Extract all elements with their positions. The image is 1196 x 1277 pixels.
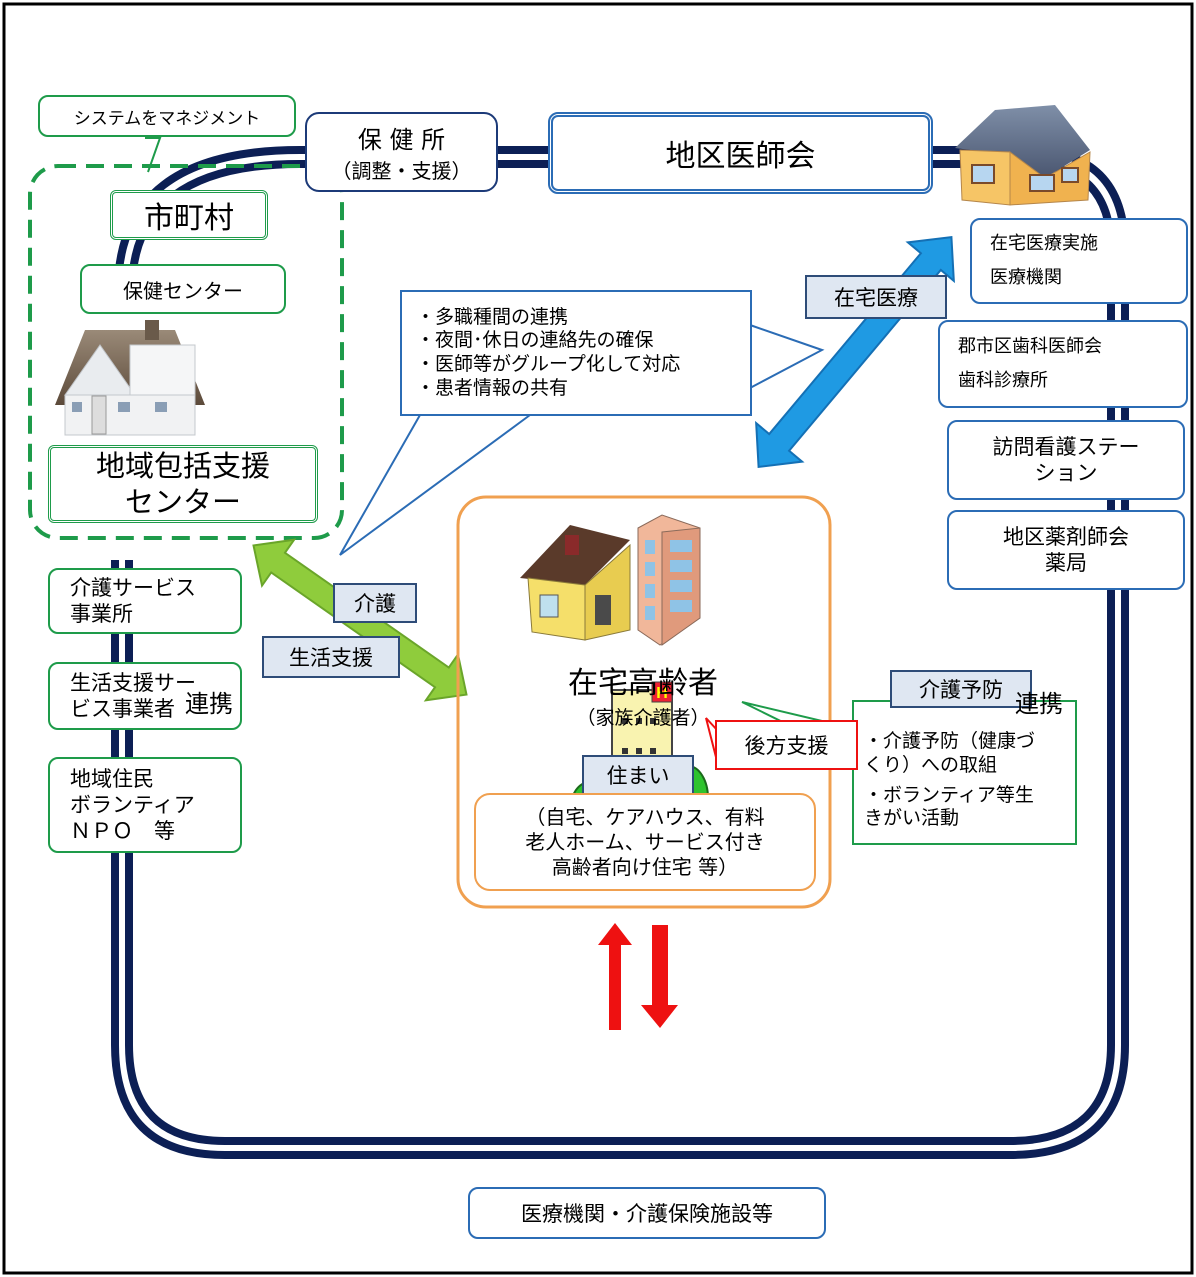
prevention-line3: ・ボランティア等生 (864, 783, 1034, 806)
health-center-office-box: 保 健 所 （調整・支援） (305, 112, 498, 192)
cooperation-callout: ・多職種間の連携 ・夜間･休日の連絡先の確保 ・医師等がグループ化して対応 ・患… (400, 290, 752, 416)
elderly-at-home-title: 在宅高齢者 (568, 666, 718, 701)
care-prevention-tag: 介護予防 (890, 670, 1032, 708)
callout-pointer-left (339, 414, 531, 556)
home-buildings-icon (520, 514, 701, 646)
housing-types-box: （自宅、ケアハウス、有料 老人ホーム、サービス付き 高齢者向け住宅 等） (474, 793, 816, 891)
comprehensive-support-center-box: 地域包括支援 センター (48, 445, 318, 523)
center-frame (456, 495, 832, 909)
callout-point: ・多職種間の連携 (416, 305, 569, 328)
medical-care-facilities-box: 医療機関・介護保険施設等 (468, 1187, 826, 1239)
callout-point: ・医師等がグループ化して対応 (416, 353, 681, 375)
visiting-nursing-station-box: 訪問看護ステー ション (947, 420, 1185, 500)
prevention-line1: ・介護予防（健康づ (864, 730, 1036, 752)
clinic-house-icon (955, 105, 1091, 206)
life-support-provider-box: 生活支援サー ビス事業者 (48, 662, 242, 730)
link-label-right: 連携 (1015, 690, 1063, 718)
pharmacy-line1: 地区薬剤師会 (1003, 524, 1129, 549)
municipality-text: 市町村 (144, 201, 234, 236)
care-service-line2: 事業所 (70, 602, 133, 626)
family-caregiver-subtitle: （家族介護者） (576, 707, 710, 729)
care-service-provider-box: 介護サービス 事業所 (48, 568, 242, 634)
life-support-line1: 生活支援サー (70, 670, 196, 695)
residents-line3: ＮＰＯ 等 (70, 819, 175, 844)
life-support-tag-text: 生活支援 (289, 646, 373, 670)
dental-line1: 郡市区歯科医師会 (958, 335, 1102, 357)
pharmacist-association-box: 地区薬剤師会 薬局 (947, 510, 1185, 590)
prevention-line4: きがい活動 (864, 807, 960, 830)
housing-tag-text: 住まい (606, 764, 670, 788)
health-center-box: 保健センター (80, 264, 286, 314)
hokenjo-title: 保 健 所 (357, 126, 446, 154)
care-service-line1: 介護サービス (70, 575, 196, 600)
link-label-left: 連携 (185, 690, 233, 718)
medical-care-facilities-text: 医療機関・介護保険施設等 (521, 1202, 773, 1226)
home-medical-tag-text: 在宅医療 (834, 286, 918, 310)
comprehensive-support-line1: 地域包括支援 (95, 448, 270, 483)
care-tag-text: 介護 (354, 592, 396, 616)
nursing-line2: ション (1034, 461, 1098, 485)
nursing-line1: 訪問看護ステー (992, 434, 1140, 459)
system-management-label: システムをマネジメント (38, 95, 296, 137)
residents-line1: 地域住民 (70, 766, 154, 791)
housing-line2: 老人ホーム、サービス付き (525, 829, 765, 854)
backup-arrows (598, 923, 678, 1030)
residents-line2: ボランティア (70, 792, 195, 817)
home-medical-line1: 在宅医療実施 (990, 232, 1098, 254)
care-tag: 介護 (333, 583, 417, 623)
housing-tag: 住まい (582, 755, 694, 795)
pharmacy-line2: 薬局 (1045, 551, 1087, 575)
comprehensive-support-line2: センター (124, 485, 241, 519)
dental-line2: 歯科診療所 (958, 370, 1048, 391)
dental-association-box: 郡市区歯科医師会 歯科診療所 (938, 320, 1188, 408)
life-support-tag: 生活支援 (262, 636, 400, 678)
svg-text:H: H (656, 685, 668, 702)
hokenjo-subtitle: （調整・支援） (331, 159, 472, 183)
municipality-box: 市町村 (110, 190, 268, 240)
community-residents-box: 地域住民 ボランティア ＮＰＯ 等 (48, 757, 242, 853)
system-management-text: システムをマネジメント (73, 108, 261, 129)
callout-pointer-right (749, 324, 825, 389)
district-medical-association-text: 地区医師会 (665, 139, 816, 174)
prevention-line2: くり）への取組 (864, 753, 998, 776)
life-support-line2: ビス事業者 (70, 697, 175, 721)
home-medical-institution-box: 在宅医療実施 医療機関 (970, 218, 1188, 304)
home-medical-line2: 医療機関 (990, 267, 1062, 288)
housing-line3: 高齢者向け住宅 等） (551, 854, 739, 879)
health-center-text: 保健センター (123, 278, 243, 303)
backup-support-text: 後方支援 (744, 734, 829, 758)
callout-point: ・夜間･休日の連絡先の確保 (416, 329, 654, 352)
callout-point: ・患者情報の共有 (416, 376, 569, 399)
housing-line1: （自宅、ケアハウス、有料 (525, 804, 765, 829)
care-prevention-tag-text: 介護予防 (919, 678, 1003, 702)
white-house-icon (55, 320, 205, 436)
district-medical-association-box: 地区医師会 (548, 112, 933, 194)
home-medical-tag: 在宅医療 (805, 275, 947, 319)
backup-support-label: 後方支援 (715, 720, 858, 770)
management-pointer (145, 137, 162, 173)
municipality-group-border (28, 164, 344, 540)
care-prevention-box: ・介護予防（健康づ くり）への取組 ・ボランティア等生 きがい活動 (852, 700, 1077, 845)
